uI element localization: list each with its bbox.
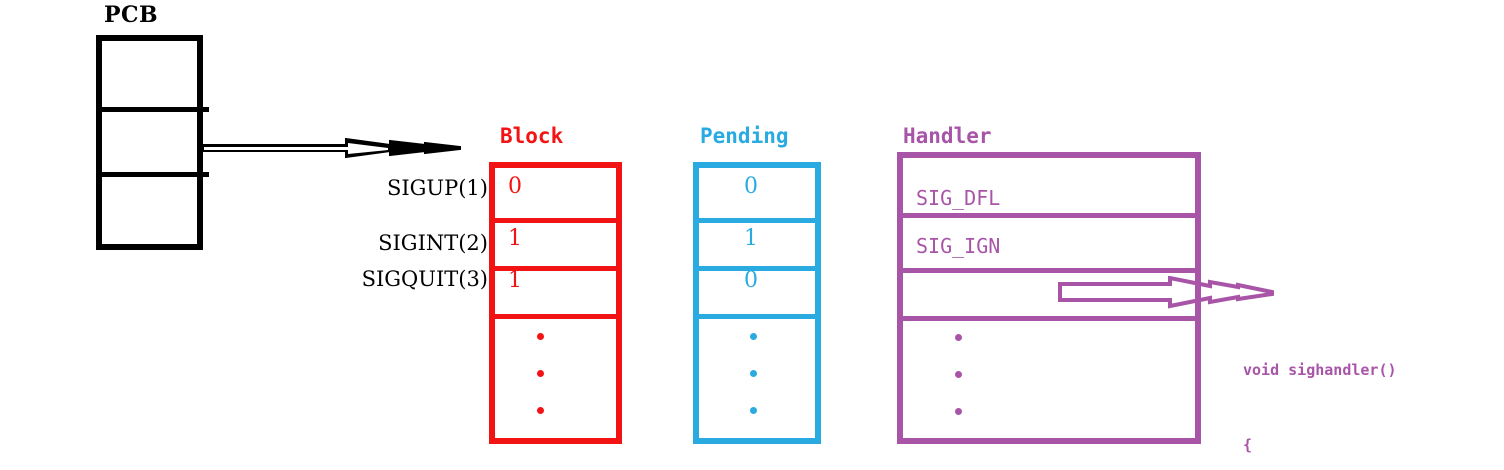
- signal-label-sigint: SIGINT(2): [378, 231, 488, 255]
- handler-divider-2: [903, 268, 1195, 273]
- handler-cell-1: SIG_IGN: [916, 234, 1001, 258]
- block-dot-1: [537, 333, 544, 340]
- handler-divider-1: [903, 213, 1195, 218]
- pending-divider-3: [699, 314, 815, 319]
- pcb-to-block-arrow: [198, 136, 468, 168]
- code-line-2: {: [1243, 436, 1253, 454]
- pcb-divider-1: [102, 107, 209, 112]
- handler-dot-3: [955, 408, 962, 415]
- block-dot-3: [537, 407, 544, 414]
- pending-divider-1: [699, 218, 815, 223]
- code-line-1: void sighandler(): [1243, 361, 1397, 379]
- pending-dot-1: [750, 333, 757, 340]
- handler-to-code-arrow: [1058, 276, 1278, 312]
- handler-cell-0: SIG_DFL: [916, 186, 1001, 210]
- signal-label-sigup: SIGUP(1): [386, 176, 488, 200]
- block-cell-0: 0: [508, 174, 522, 199]
- pending-cell-1: 1: [744, 226, 758, 251]
- block-column-box: [489, 162, 622, 444]
- pending-dot-2: [750, 370, 757, 377]
- pending-column-box: [693, 162, 821, 444]
- block-cell-1: 1: [508, 226, 522, 251]
- block-column-title: Block: [500, 124, 564, 148]
- pcb-divider-2: [102, 172, 209, 177]
- pcb-box: [96, 35, 209, 250]
- block-divider-2: [495, 266, 616, 271]
- handler-code-block: void sighandler() { ... }: [1243, 308, 1397, 470]
- handler-dot-2: [955, 371, 962, 378]
- pending-dot-3: [750, 407, 757, 414]
- pending-column-title: Pending: [700, 124, 789, 148]
- signal-label-sigquit: SIGQUIT(3): [361, 267, 488, 291]
- block-divider-3: [495, 314, 616, 319]
- handler-column-title: Handler: [903, 124, 992, 148]
- block-dot-2: [537, 370, 544, 377]
- pending-cell-2: 0: [744, 268, 758, 293]
- pcb-label: PCB: [104, 2, 159, 28]
- block-divider-1: [495, 218, 616, 223]
- pending-divider-2: [699, 266, 815, 271]
- pending-cell-0: 0: [744, 174, 758, 199]
- handler-dot-1: [955, 334, 962, 341]
- handler-divider-3: [903, 316, 1195, 321]
- block-cell-2: 1: [508, 268, 522, 293]
